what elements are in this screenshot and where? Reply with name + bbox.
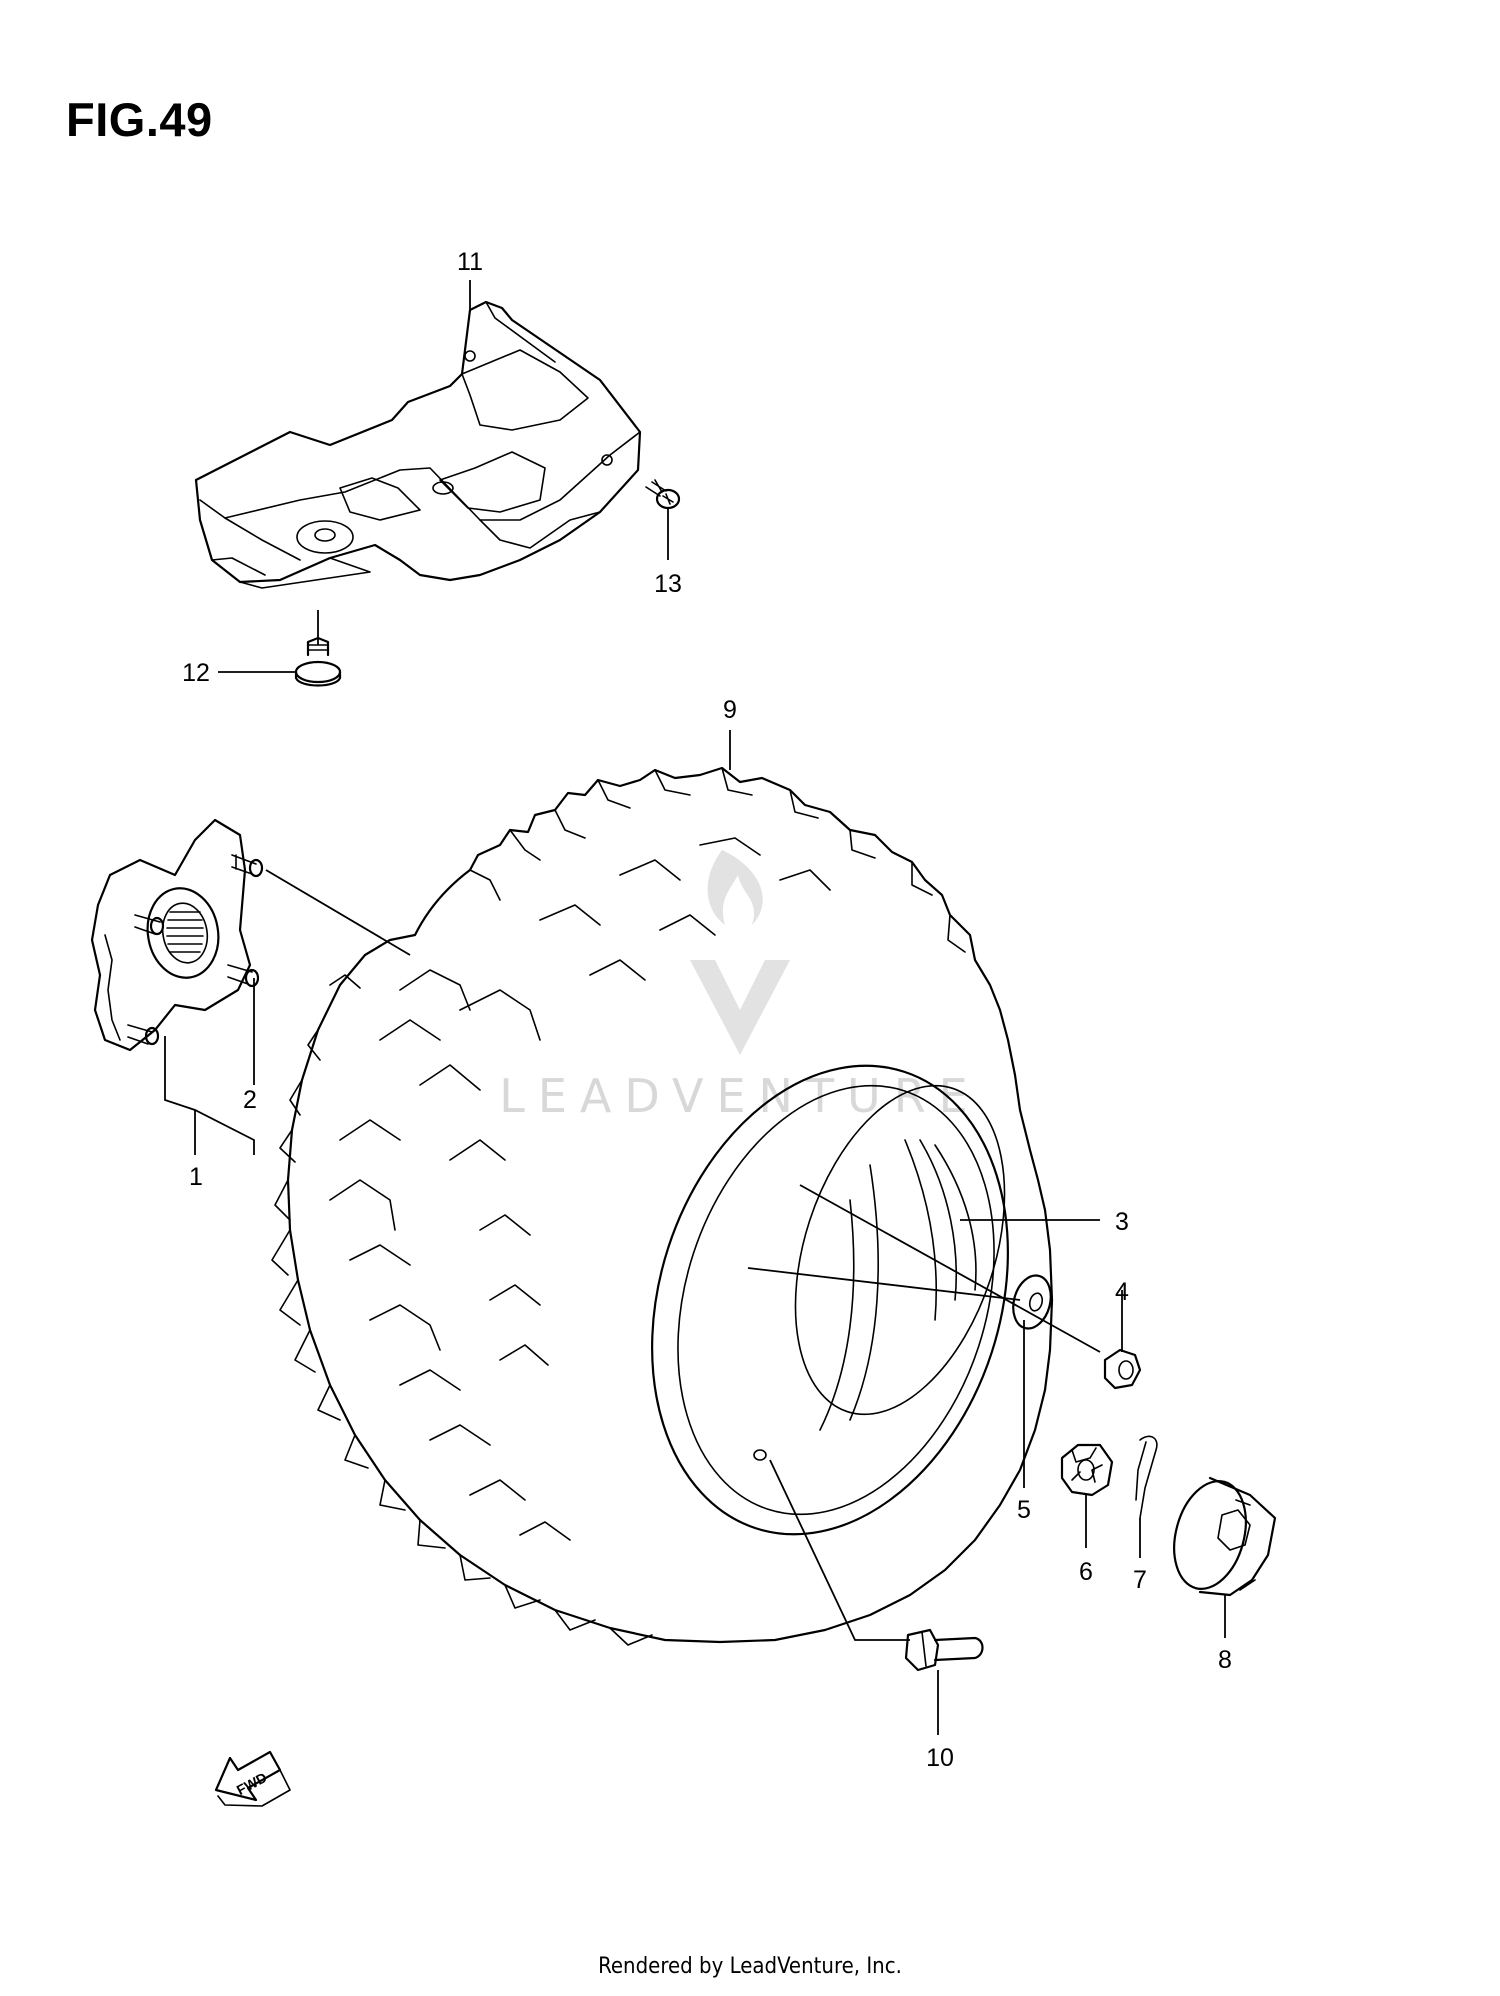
- part-9-tire[interactable]: [271, 766, 1066, 1646]
- callout-1: 1: [189, 1163, 203, 1191]
- callout-13: 13: [654, 570, 682, 598]
- callout-6: 6: [1079, 1558, 1093, 1586]
- callout-10: 10: [926, 1744, 954, 1772]
- footer-credit: Rendered by LeadVenture, Inc.: [598, 1954, 902, 1979]
- part-4-nut[interactable]: [1103, 1348, 1142, 1390]
- part-8-hub-cap[interactable]: [1163, 1473, 1277, 1597]
- callout-11: 11: [457, 248, 483, 276]
- figure-title: FIG.49: [66, 93, 213, 146]
- part-7-cotter-pin[interactable]: [1135, 1435, 1158, 1519]
- part-2-wheel-stud[interactable]: [127, 854, 264, 1046]
- callout-4: 4: [1115, 1278, 1129, 1306]
- watermark-text: LEADVENTURE: [499, 1069, 981, 1123]
- part-10-valve-stem[interactable]: [904, 1628, 984, 1672]
- leadventure-watermark: LEADVENTURE: [499, 850, 981, 1123]
- callout-2: 2: [243, 1086, 257, 1114]
- part-13-bolt[interactable]: [645, 479, 681, 510]
- part-12-bolt[interactable]: [294, 636, 342, 687]
- fwd-arrow-icon: FWD: [214, 1750, 291, 1807]
- part-6-castle-nut[interactable]: [1060, 1443, 1114, 1497]
- callout-5: 5: [1017, 1496, 1031, 1524]
- callout-labels: 11 13 12 9 2 1 3 4 5 6 7 8 10: [182, 248, 1232, 1772]
- callout-3: 3: [1115, 1208, 1129, 1236]
- part-1-wheel-hub[interactable]: [90, 818, 252, 1052]
- callout-12: 12: [182, 659, 210, 687]
- callout-9: 9: [723, 696, 737, 724]
- callout-8: 8: [1218, 1646, 1232, 1674]
- part-11-skid-plate[interactable]: [194, 300, 642, 589]
- leader-lines: [164, 280, 1226, 1735]
- callout-7: 7: [1133, 1566, 1147, 1594]
- part-5-washer[interactable]: [1008, 1271, 1057, 1332]
